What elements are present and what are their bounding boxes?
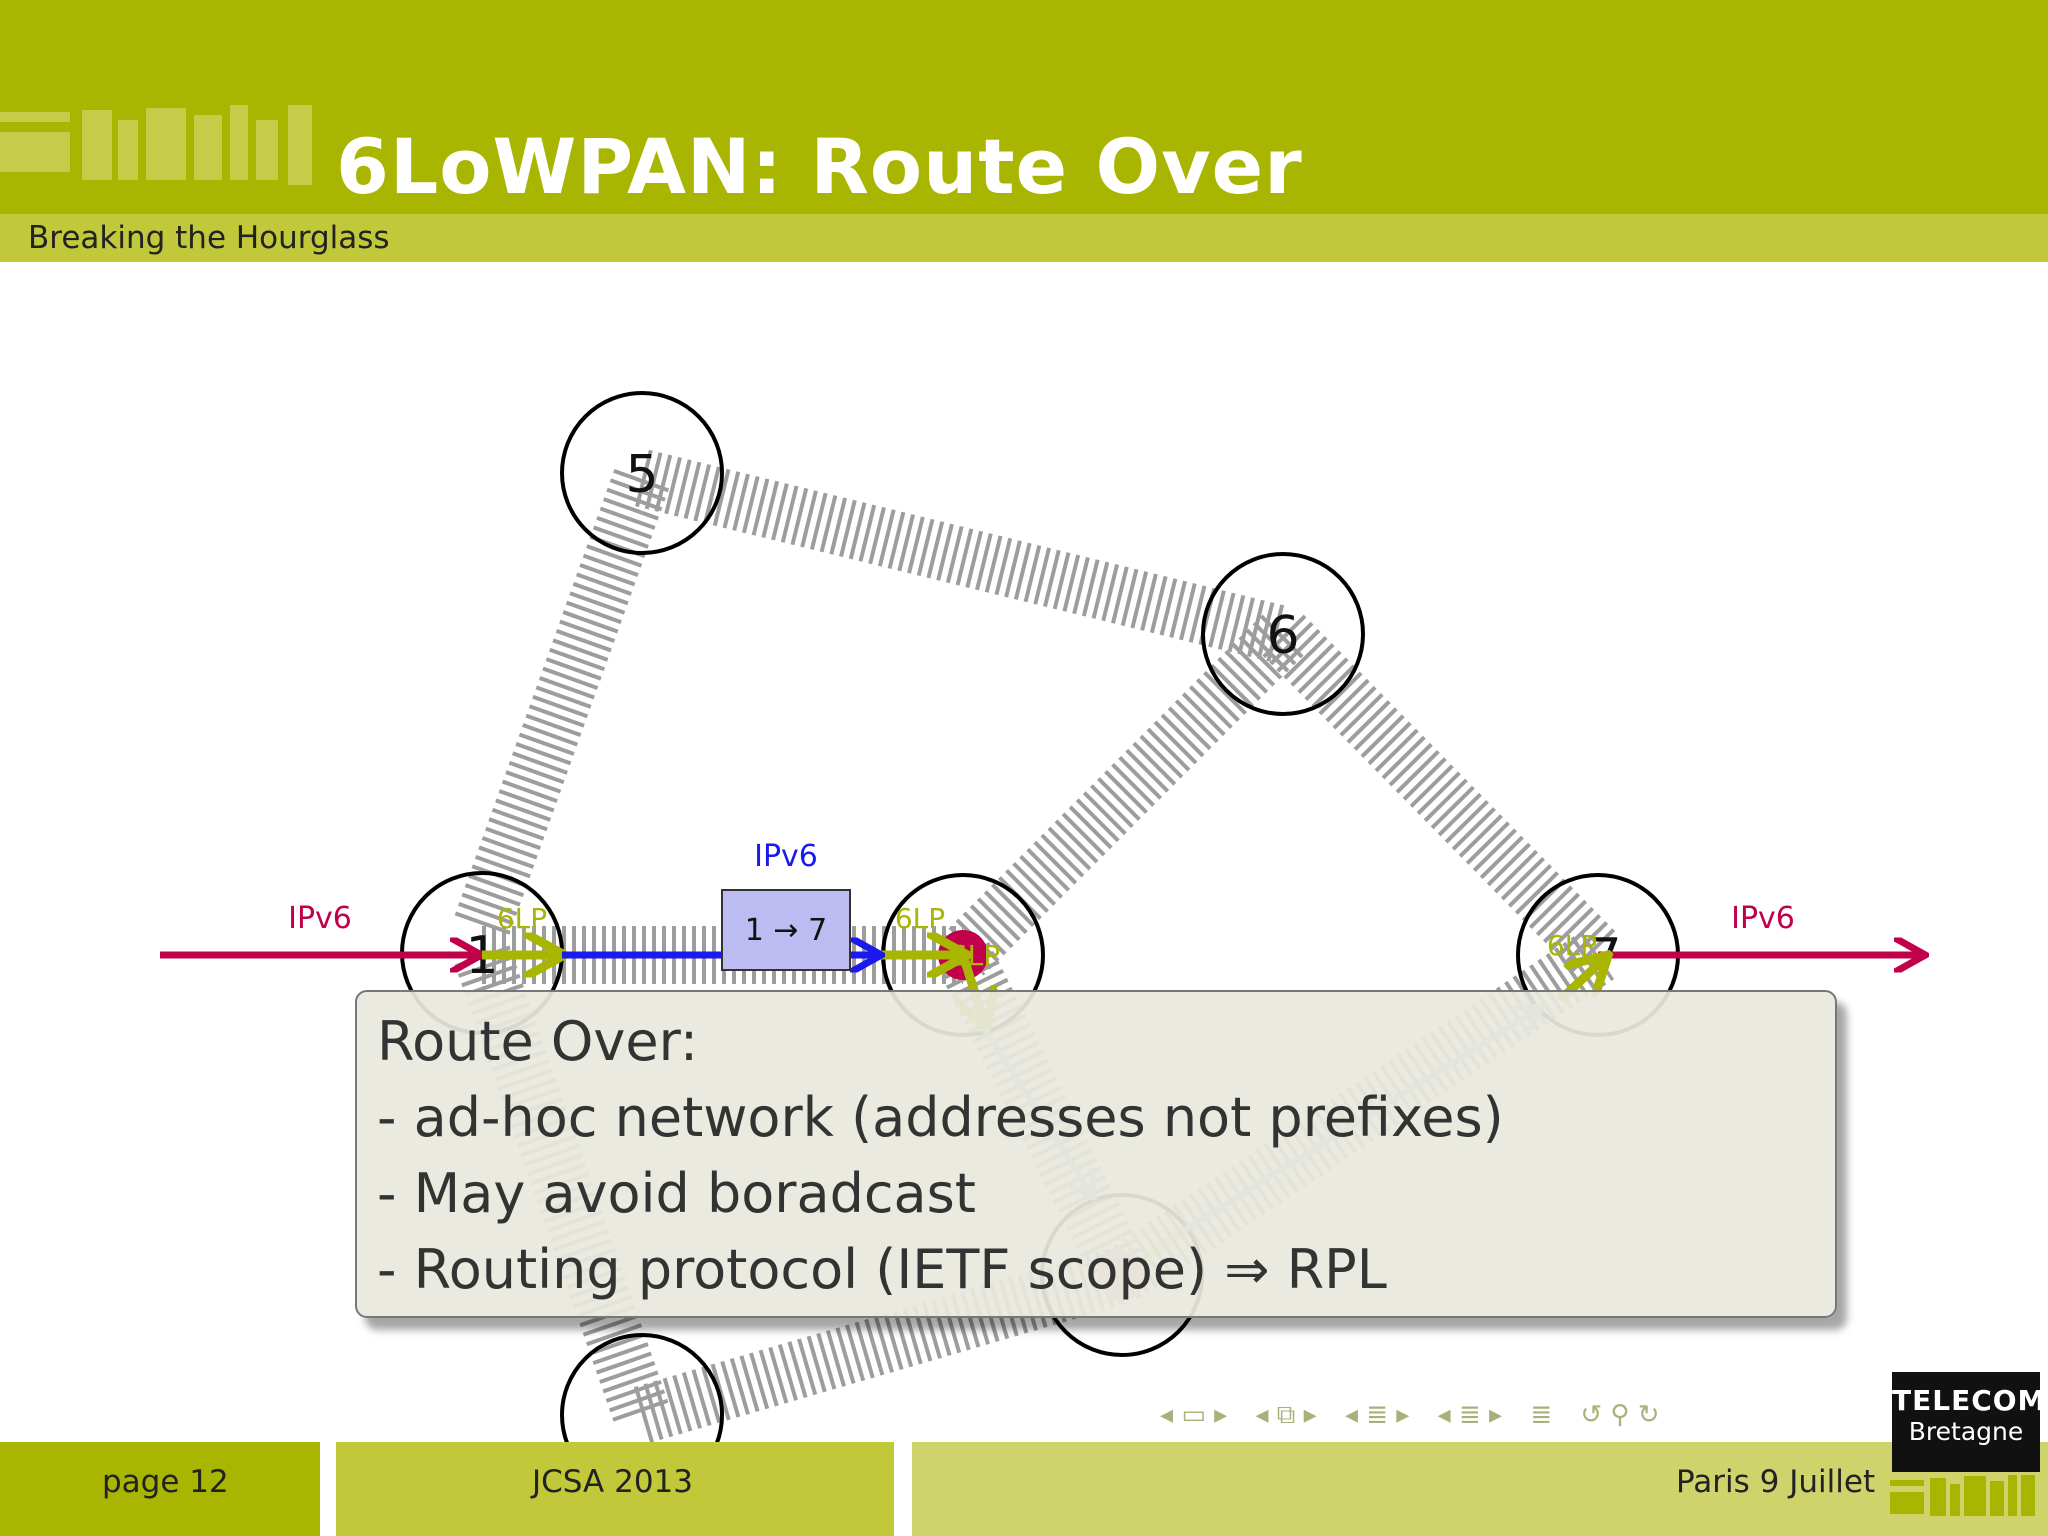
packet-label: 1 → 7	[745, 913, 827, 948]
node-5: 5	[560, 391, 724, 555]
nav-frame-icon[interactable]: ◂ ▭ ▸	[1160, 1400, 1228, 1430]
svg-text:5: 5	[625, 445, 658, 505]
nav-search-icon[interactable]: ↺ ⚲ ↻	[1580, 1400, 1660, 1430]
title-bar	[0, 0, 2048, 214]
school-logo-faded	[0, 105, 312, 185]
footer-page-panel	[0, 1442, 320, 1536]
slide-subtitle: Breaking the Hourglass	[28, 220, 390, 256]
route-over-callout: Route Over: - ad-hoc network (addresses …	[355, 990, 1837, 1318]
school-logo-small	[1890, 1475, 2035, 1516]
conference-name: JCSA 2013	[532, 1464, 693, 1500]
slide-title: 6LoWPAN: Route Over	[336, 122, 1303, 211]
subtitle-bar	[0, 214, 2048, 262]
svg-text:6: 6	[1266, 606, 1299, 666]
logo-line-1: TELECOM	[1892, 1384, 2047, 1417]
callout-line-4: - Routing protocol (IETF scope) ⇒ RPL	[377, 1238, 1387, 1301]
ipv6-label-hop: IPv6	[754, 839, 818, 874]
sixlp-label-3: 6LP	[950, 939, 1000, 972]
footer-place-panel	[912, 1442, 2048, 1536]
callout-line-3: - May avoid boradcast	[377, 1162, 976, 1225]
page-number: page 12	[102, 1464, 229, 1500]
nav-subsection-icon[interactable]: ◂ ⧉ ▸	[1255, 1400, 1317, 1430]
logo-line-2: Bretagne	[1908, 1417, 2024, 1446]
beamer-nav-bar[interactable]: ◂ ▭ ▸ ◂ ⧉ ▸ ◂ ≣ ▸ ◂ ≣ ▸ ≣ ↺ ⚲ ↻	[1160, 1400, 1680, 1440]
callout-line-1: Route Over:	[377, 1010, 699, 1073]
place-date: Paris 9 Juillet	[1676, 1464, 1876, 1500]
telecom-bretagne-logo: TELECOM Bretagne	[1892, 1372, 2047, 1472]
footer-conf-panel	[336, 1442, 894, 1536]
nav-subsection-2-icon[interactable]: ◂ ≣ ▸	[1437, 1400, 1503, 1430]
nav-menu-icon[interactable]: ≣	[1530, 1400, 1553, 1430]
sixlp-label-1: 6LP	[497, 902, 547, 935]
node-6: 6	[1201, 552, 1365, 716]
ipv6-label-right: IPv6	[1731, 901, 1795, 936]
callout-line-2: - ad-hoc network (addresses not prefixes…	[377, 1086, 1504, 1149]
nav-section-icon[interactable]: ◂ ≣ ▸	[1344, 1400, 1410, 1430]
sixlp-label-4: 6LP	[1547, 929, 1597, 962]
packet-box	[721, 889, 851, 971]
sixlp-label-2: 6LP	[895, 902, 945, 935]
ipv6-label-left: IPv6	[288, 901, 352, 936]
